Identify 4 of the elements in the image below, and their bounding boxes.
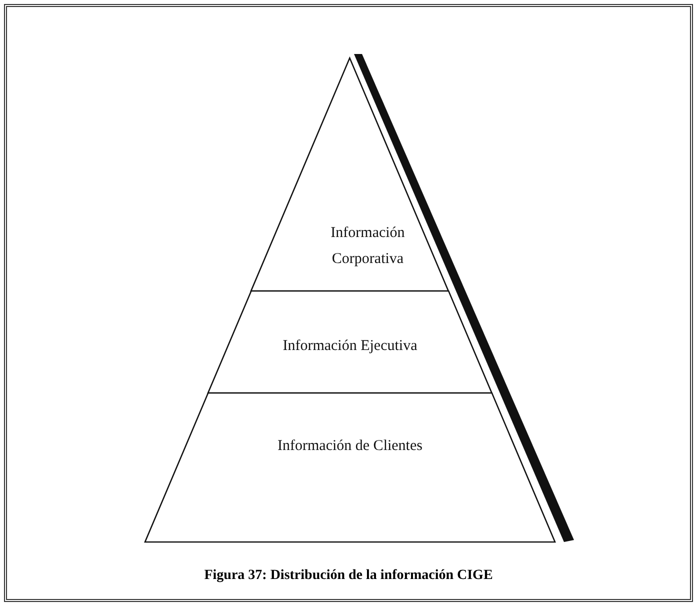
section-label: Información de Clientes — [276, 437, 424, 456]
section-label: Información Ejecutiva — [282, 337, 418, 356]
figure-caption: Figura 37: Distribución de la información CIGE — [203, 568, 494, 584]
section-label: Información Corporativa — [330, 224, 406, 269]
